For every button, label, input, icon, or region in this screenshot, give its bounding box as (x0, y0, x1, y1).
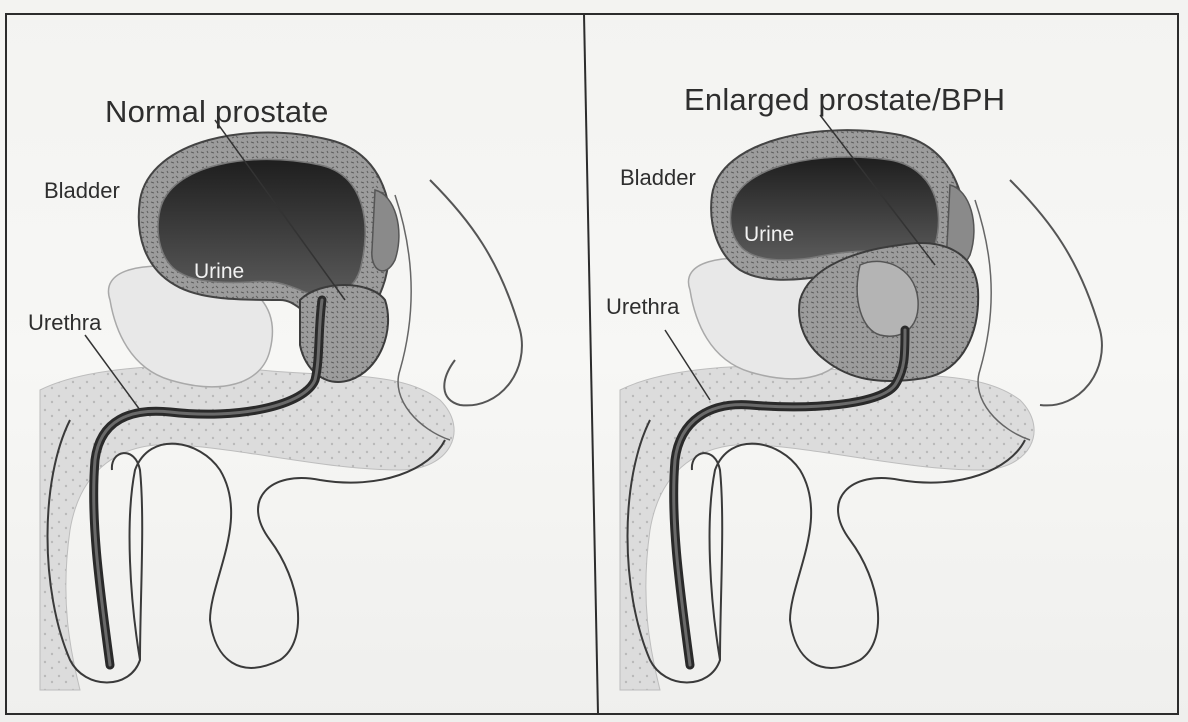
bladder-label-left: Bladder (44, 180, 120, 202)
urethra-label-right: Urethra (606, 296, 679, 318)
panel-divider (584, 14, 598, 714)
urine-label-left: Urine (194, 261, 244, 282)
urine (158, 159, 365, 296)
bladder-label-right: Bladder (620, 167, 696, 189)
urethra-label-left: Urethra (28, 312, 101, 334)
rectum-outline (430, 180, 522, 405)
normal-prostate-title: Normal prostate (105, 96, 329, 127)
urine-label-right: Urine (744, 224, 794, 245)
right-panel-anatomy (620, 115, 1102, 690)
enlarged-prostate-title: Enlarged prostate/BPH (684, 84, 1005, 115)
left-panel-anatomy (40, 120, 522, 690)
